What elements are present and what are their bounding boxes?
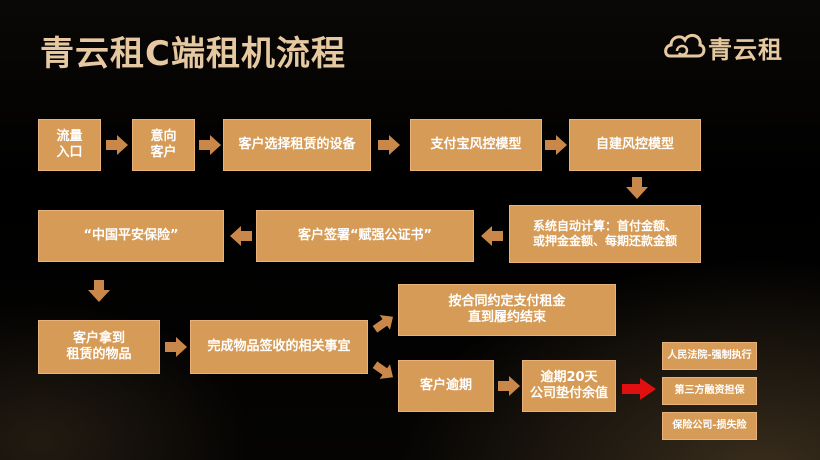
node-traffic-entry: 流量入口 <box>38 119 101 171</box>
node-auto-calculation: 系统自动计算：首付金额、或押金金额、每期还款金额 <box>509 205 701 263</box>
arrow-right-icon <box>165 337 187 357</box>
arrow-left-icon <box>481 226 503 246</box>
node-select-device: 客户选择租赁的设备 <box>223 119 371 171</box>
arrow-left-icon <box>230 226 252 246</box>
arrow-down-icon <box>88 280 110 302</box>
node-intent-customer: 意向客户 <box>132 119 195 171</box>
node-sign-certificate: 客户签署“赋强公证书” <box>256 210 474 262</box>
node-third-party-guarantee: 第三方融资担保 <box>662 377 757 405</box>
node-sign-receipt: 完成物品签收的相关事宜 <box>190 320 368 374</box>
node-insurance-loss: 保险公司-损失险 <box>662 412 757 440</box>
red-arrow-right-icon <box>622 378 656 404</box>
node-overdue: 客户逾期 <box>398 360 494 412</box>
node-own-risk-model: 自建风控模型 <box>569 119 701 171</box>
arrow-right-icon <box>106 135 128 155</box>
node-pay-rent: 按合同约定支付租金直到履约结束 <box>398 284 616 336</box>
page-title: 青云租C端租机流程 <box>40 34 346 74</box>
logo-text: 青云租 <box>708 36 783 64</box>
node-court-enforcement: 人民法院-强制执行 <box>662 342 757 370</box>
node-insurance: “中国平安保险” <box>38 210 224 262</box>
brand-logo: 青云租 <box>662 26 802 66</box>
arrow-down-icon <box>626 177 648 199</box>
arrow-right-icon <box>378 135 400 155</box>
node-advance-payment: 逾期20天公司垫付余值 <box>522 360 616 412</box>
arrow-right-icon <box>498 376 520 396</box>
node-alipay-risk-model: 支付宝风控模型 <box>410 119 542 171</box>
arrow-right-icon <box>545 135 567 155</box>
arrow-up-right-icon <box>372 312 396 334</box>
cloud-logo-icon <box>664 33 706 58</box>
arrow-right-icon <box>199 135 221 155</box>
node-receive-goods: 客户拿到租赁的物品 <box>38 320 160 374</box>
arrow-down-right-icon <box>372 360 396 382</box>
